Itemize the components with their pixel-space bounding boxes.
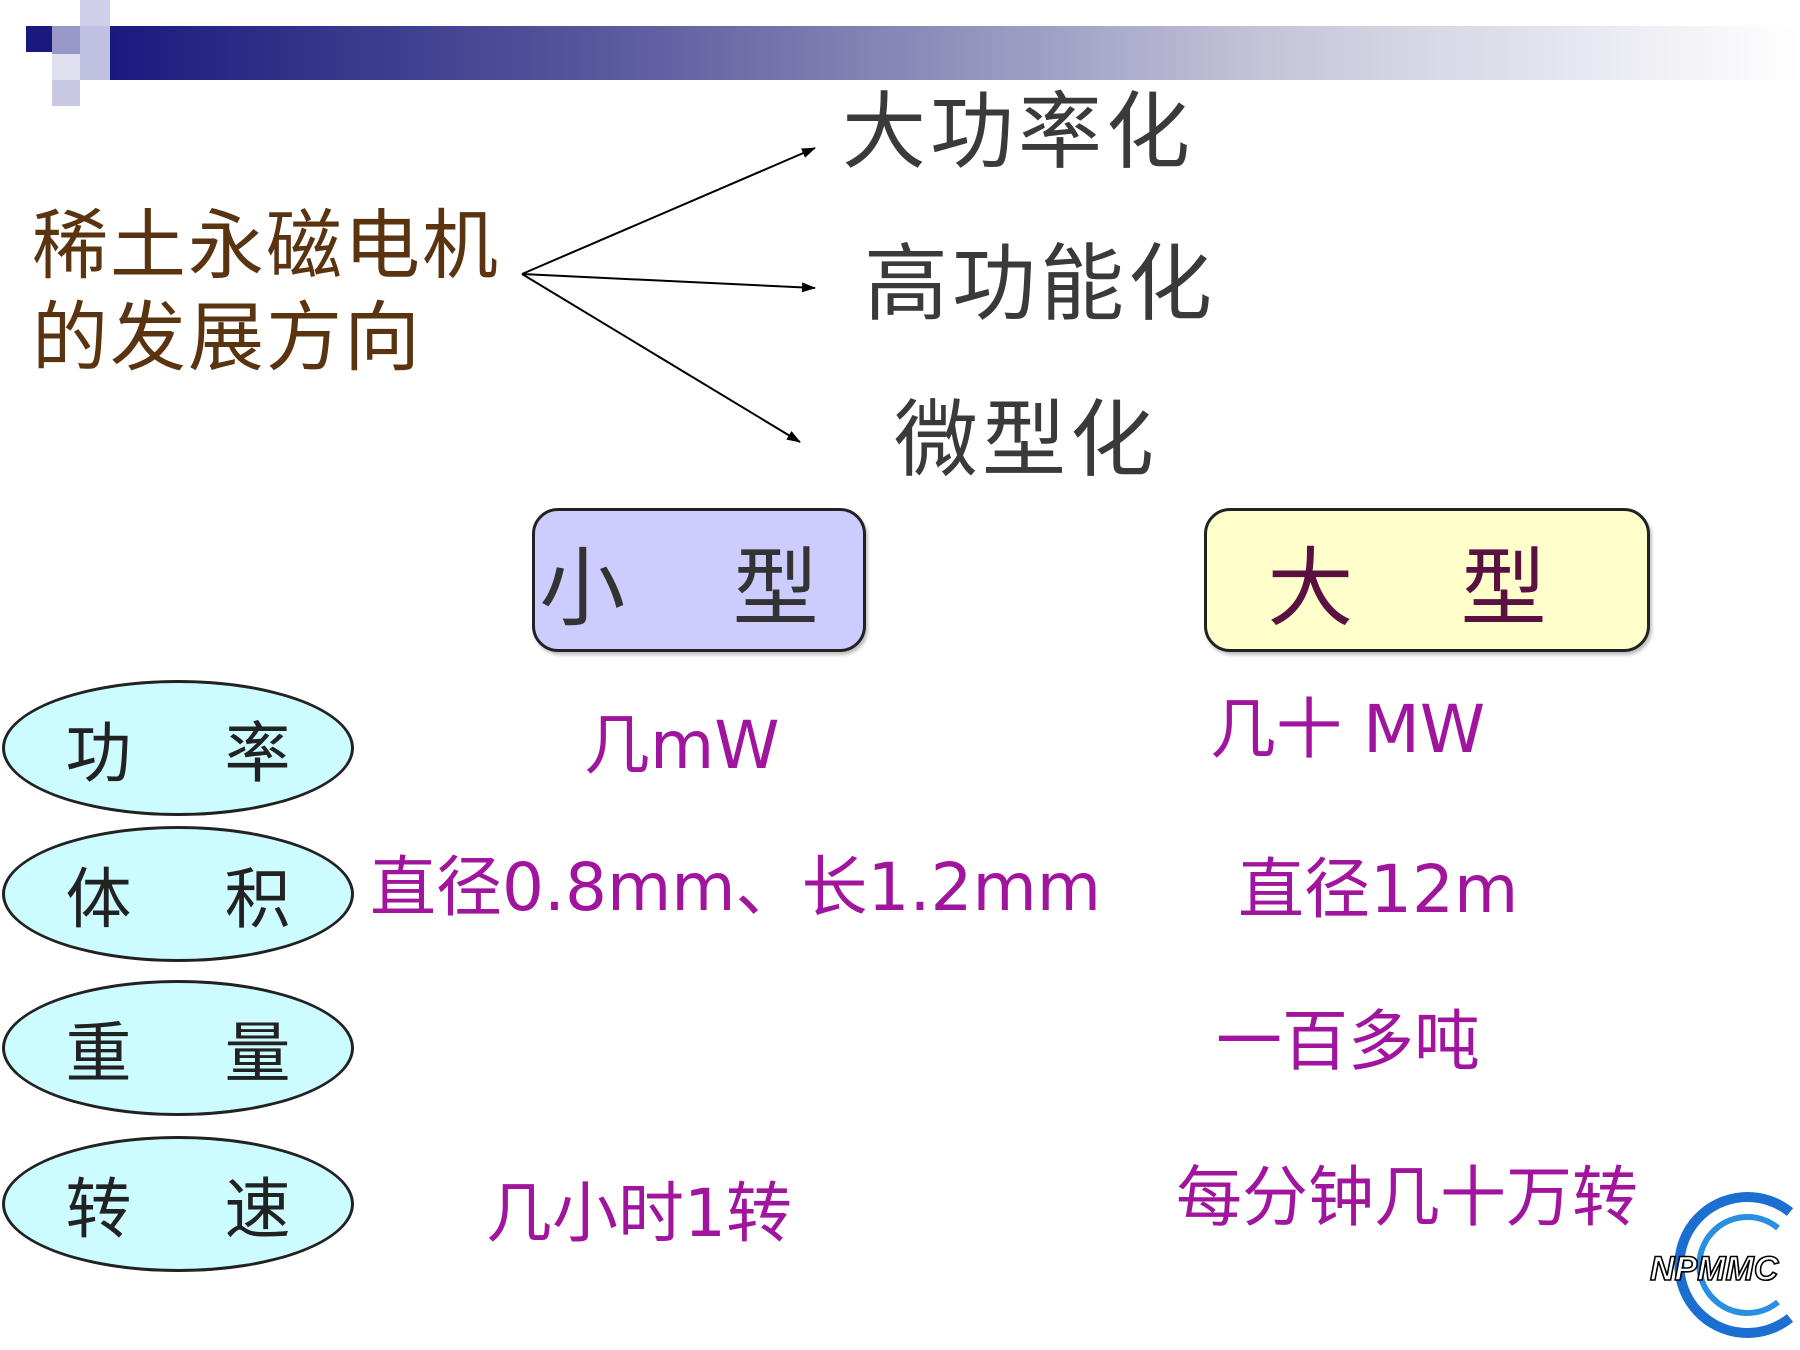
row-label-text: 转 速	[65, 1171, 327, 1248]
decor-square	[52, 80, 80, 106]
small-power-value: 几mW	[584, 707, 780, 784]
row-label-text: 功 率	[65, 715, 327, 792]
category-small-label: 小 型	[539, 538, 859, 639]
large-weight-value: 一百多吨	[1216, 1003, 1480, 1080]
logo-text: NPMMC	[1650, 1250, 1779, 1288]
decor-square	[80, 26, 110, 80]
row-label-weight: 重 量	[2, 980, 354, 1116]
small-volume-value: 直径0.8mm、长1.2mm	[370, 849, 1102, 926]
row-label-volume: 体 积	[2, 826, 354, 962]
direction-miniaturization: 微型化	[894, 391, 1159, 489]
arrow-to-direction-3	[521, 273, 801, 443]
category-large-box: 大 型	[1204, 508, 1650, 652]
direction-arrows	[521, 147, 816, 443]
decor-square	[52, 54, 80, 80]
row-label-text: 体 积	[65, 861, 327, 938]
arrow-to-direction-1	[521, 147, 816, 275]
row-label-power: 功 率	[2, 680, 354, 816]
direction-high-function: 高功能化	[864, 235, 1217, 333]
decor-square	[26, 26, 52, 52]
direction-high-power: 大功率化	[842, 83, 1195, 181]
arrow-to-direction-2	[521, 273, 816, 293]
heading-line-1: 稀土永磁电机	[32, 201, 500, 290]
decor-square	[52, 26, 80, 54]
heading-line-2: 的发展方向	[32, 293, 422, 382]
large-speed-value: 每分钟几十万转	[1176, 1159, 1638, 1236]
large-volume-value: 直径12m	[1238, 851, 1519, 928]
decor-square	[80, 0, 110, 26]
small-speed-value: 几小时1转	[486, 1175, 792, 1252]
large-power-value: 几十 MW	[1210, 691, 1486, 768]
header-gradient-band	[110, 26, 1800, 80]
row-label-text: 重 量	[65, 1015, 327, 1092]
category-large-label: 大 型	[1267, 538, 1587, 639]
npmmc-logo-icon: NPMMC	[1649, 1192, 1794, 1338]
category-small-box: 小 型	[532, 508, 866, 652]
row-label-speed: 转 速	[2, 1136, 354, 1272]
